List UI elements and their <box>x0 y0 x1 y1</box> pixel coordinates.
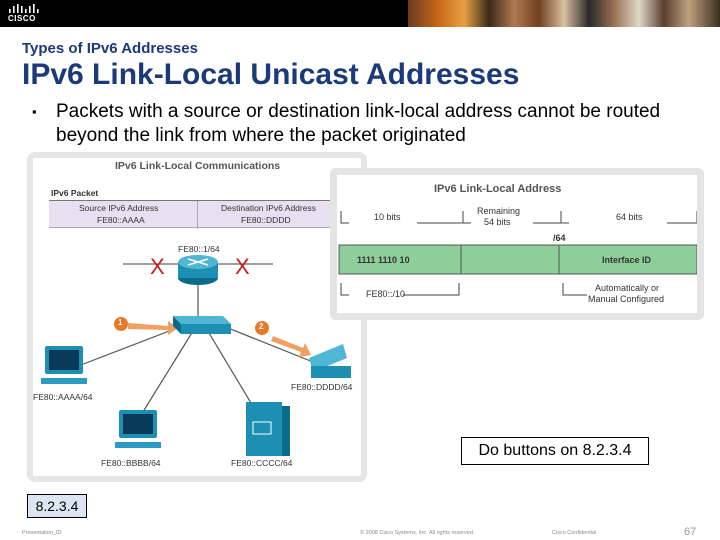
packet-label: IPv6 Packet <box>51 188 99 198</box>
activity-8-2-3-4-button[interactable]: 8.2.3.4 <box>27 494 87 518</box>
host-c-address: FE80::CCCC/64 <box>231 458 293 468</box>
step-1-label: 1 <box>118 318 123 327</box>
auto-config-line1: Automatically or <box>595 283 660 293</box>
cisco-logo: CISCO <box>8 4 42 24</box>
header-banner: CISCO <box>0 0 720 27</box>
blocked-x-left: X <box>150 254 165 279</box>
link-local-communications-diagram: IPv6 Link-Local Communications IPv6 Pack… <box>27 152 367 482</box>
footer-copyright: © 2008 Cisco Systems, Inc. All rights re… <box>360 530 475 536</box>
bits-10-label: 10 bits <box>374 212 401 222</box>
bits-54-label: 54 bits <box>484 217 511 227</box>
bullet-text: Packets with a source or destination lin… <box>56 101 661 146</box>
bits-64-label: 64 bits <box>616 212 643 222</box>
lla-bit-diagram <box>338 211 697 296</box>
packet-table: Source IPv6 Address FE80::AAAA Destinati… <box>49 200 359 229</box>
slide-title: IPv6 Link-Local Unicast Addresses <box>22 58 520 91</box>
auto-config-line2: Manual Configured <box>588 294 665 304</box>
diagram-title: IPv6 Link-Local Communications <box>115 160 281 172</box>
src-value: FE80::AAAA <box>97 215 145 225</box>
host-b-address: FE80::BBBB/64 <box>101 458 161 468</box>
footer-presentation-id: Presentation_ID <box>22 530 62 536</box>
step-2-label: 2 <box>259 322 264 331</box>
step-1-circle <box>114 317 128 331</box>
remaining-label: Remaining <box>477 206 521 216</box>
dst-header: Destination IPv6 Address <box>221 203 316 213</box>
server-icon <box>246 402 290 456</box>
host-a-address: FE80::AAAA/64 <box>33 392 93 402</box>
link-local-address-structure: IPv6 Link-Local Address 10 bits Remainin… <box>330 168 704 320</box>
lla-title: IPv6 Link-Local Address <box>434 183 562 195</box>
printer-icon <box>309 344 351 378</box>
footer-confidential: Cisco Confidential <box>552 530 597 536</box>
page-number: 67 <box>684 526 697 538</box>
pc-icon-b <box>115 410 161 448</box>
banner-photo-strip <box>408 0 720 27</box>
src-header: Source IPv6 Address <box>79 203 159 213</box>
step-2-circle <box>255 321 269 335</box>
host-d-address: FE80::DDDD/64 <box>291 382 353 392</box>
arrow-step-2 <box>271 336 311 357</box>
slide-subtitle: Types of IPv6 Addresses <box>22 40 198 57</box>
do-buttons-note: Do buttons on 8.2.3.4 <box>461 437 649 465</box>
bullet-marker: ▪ <box>32 104 37 119</box>
prefix-64-label: /64 <box>553 233 566 243</box>
dst-value: FE80::DDDD <box>241 215 291 225</box>
binary-prefix: 1111 1110 10 <box>357 255 410 265</box>
interface-id: Interface ID <box>602 255 652 265</box>
router-icon <box>178 255 218 285</box>
blocked-x-right: X <box>235 254 250 279</box>
switch-icon <box>173 316 231 334</box>
network-topology <box>41 255 351 456</box>
router-label: FE80::1/64 <box>178 244 220 254</box>
logo-wordmark: CISCO <box>8 14 36 23</box>
pc-icon-a <box>41 346 87 384</box>
fe80-prefix: FE80::/10 <box>366 289 406 299</box>
arrow-step-1 <box>128 321 178 335</box>
